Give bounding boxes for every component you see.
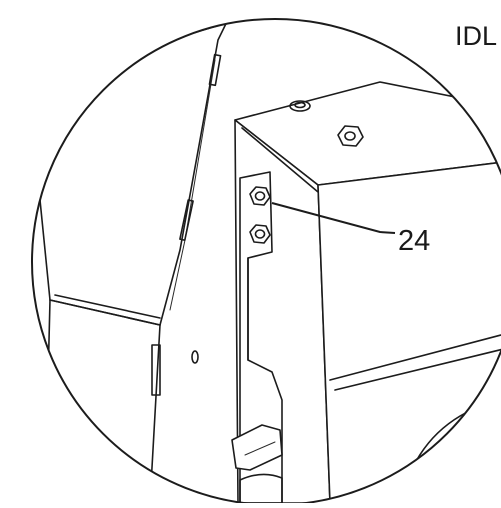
callout-leader-line [271,202,396,234]
corner-label: IDL [455,21,497,51]
mounting-hole [191,350,199,364]
lower-latch [231,424,283,504]
mounting-hole [32,174,38,196]
hex-nut-lower [249,224,271,244]
top-bolt [337,125,364,147]
hex-nut-upper [249,186,271,206]
left-housing-panel [32,19,241,504]
callout-number: 24 [398,225,430,257]
